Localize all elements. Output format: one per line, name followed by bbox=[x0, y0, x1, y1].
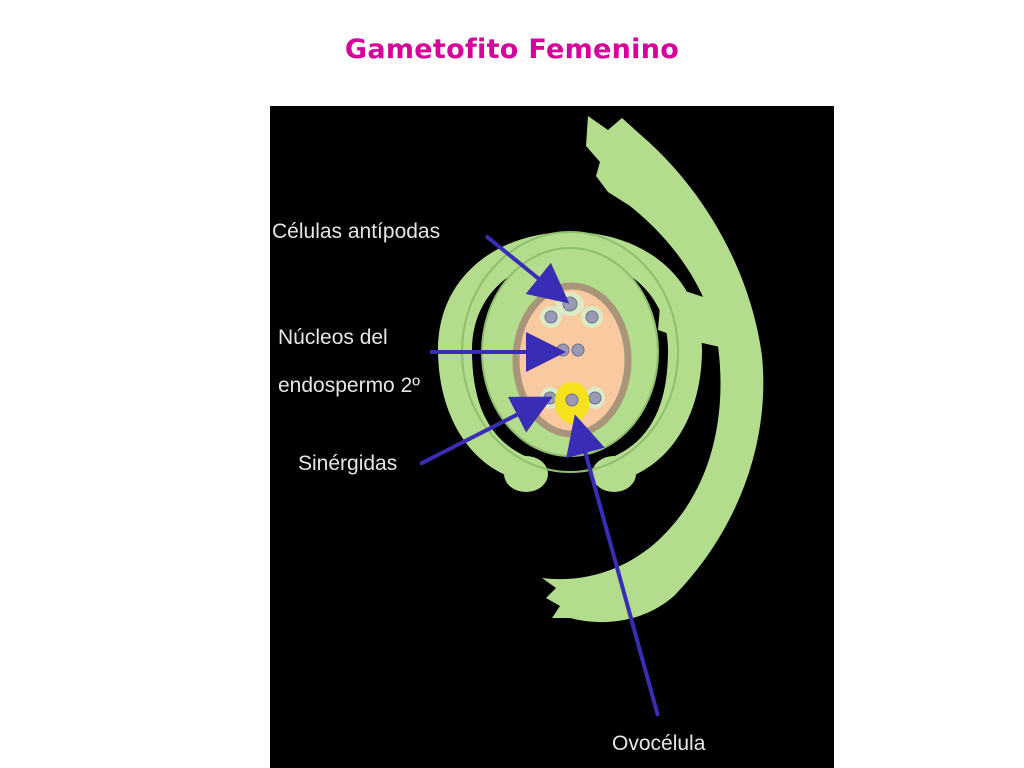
synergid-nucleus-1 bbox=[543, 391, 557, 405]
polar-nucleus-1 bbox=[556, 343, 570, 357]
antipodal-nucleus-3 bbox=[585, 310, 599, 324]
label-polar-nuclei-line1: Núcleos del bbox=[278, 326, 388, 349]
slide-title: Gametofito Femenino bbox=[344, 34, 680, 65]
synergid-nucleus-2 bbox=[588, 391, 602, 405]
funiculus bbox=[542, 116, 764, 623]
ovule-diagram: Células antípodas Núcleos del endospermo… bbox=[270, 106, 834, 768]
polar-nucleus-2 bbox=[571, 343, 585, 357]
arrow-synergids bbox=[419, 396, 553, 466]
egg-nucleus bbox=[565, 393, 579, 407]
ovule-diagram-svg: Células antípodas Núcleos del endospermo… bbox=[270, 106, 834, 768]
arrow-antipodal bbox=[484, 234, 570, 304]
label-antipodal-cells: Células antípodas bbox=[272, 220, 440, 243]
integument-tip-right bbox=[592, 456, 636, 492]
arrow-egg-cell bbox=[566, 414, 660, 717]
label-synergids: Sinérgidas bbox=[298, 452, 397, 475]
antipodal-nucleus-2 bbox=[544, 310, 558, 324]
antipodal-nucleus-1 bbox=[562, 296, 578, 312]
label-egg-cell: Ovocélula bbox=[612, 732, 706, 755]
integument-tip-left bbox=[504, 456, 548, 492]
label-polar-nuclei-line2: endospermo 2º bbox=[278, 374, 420, 397]
